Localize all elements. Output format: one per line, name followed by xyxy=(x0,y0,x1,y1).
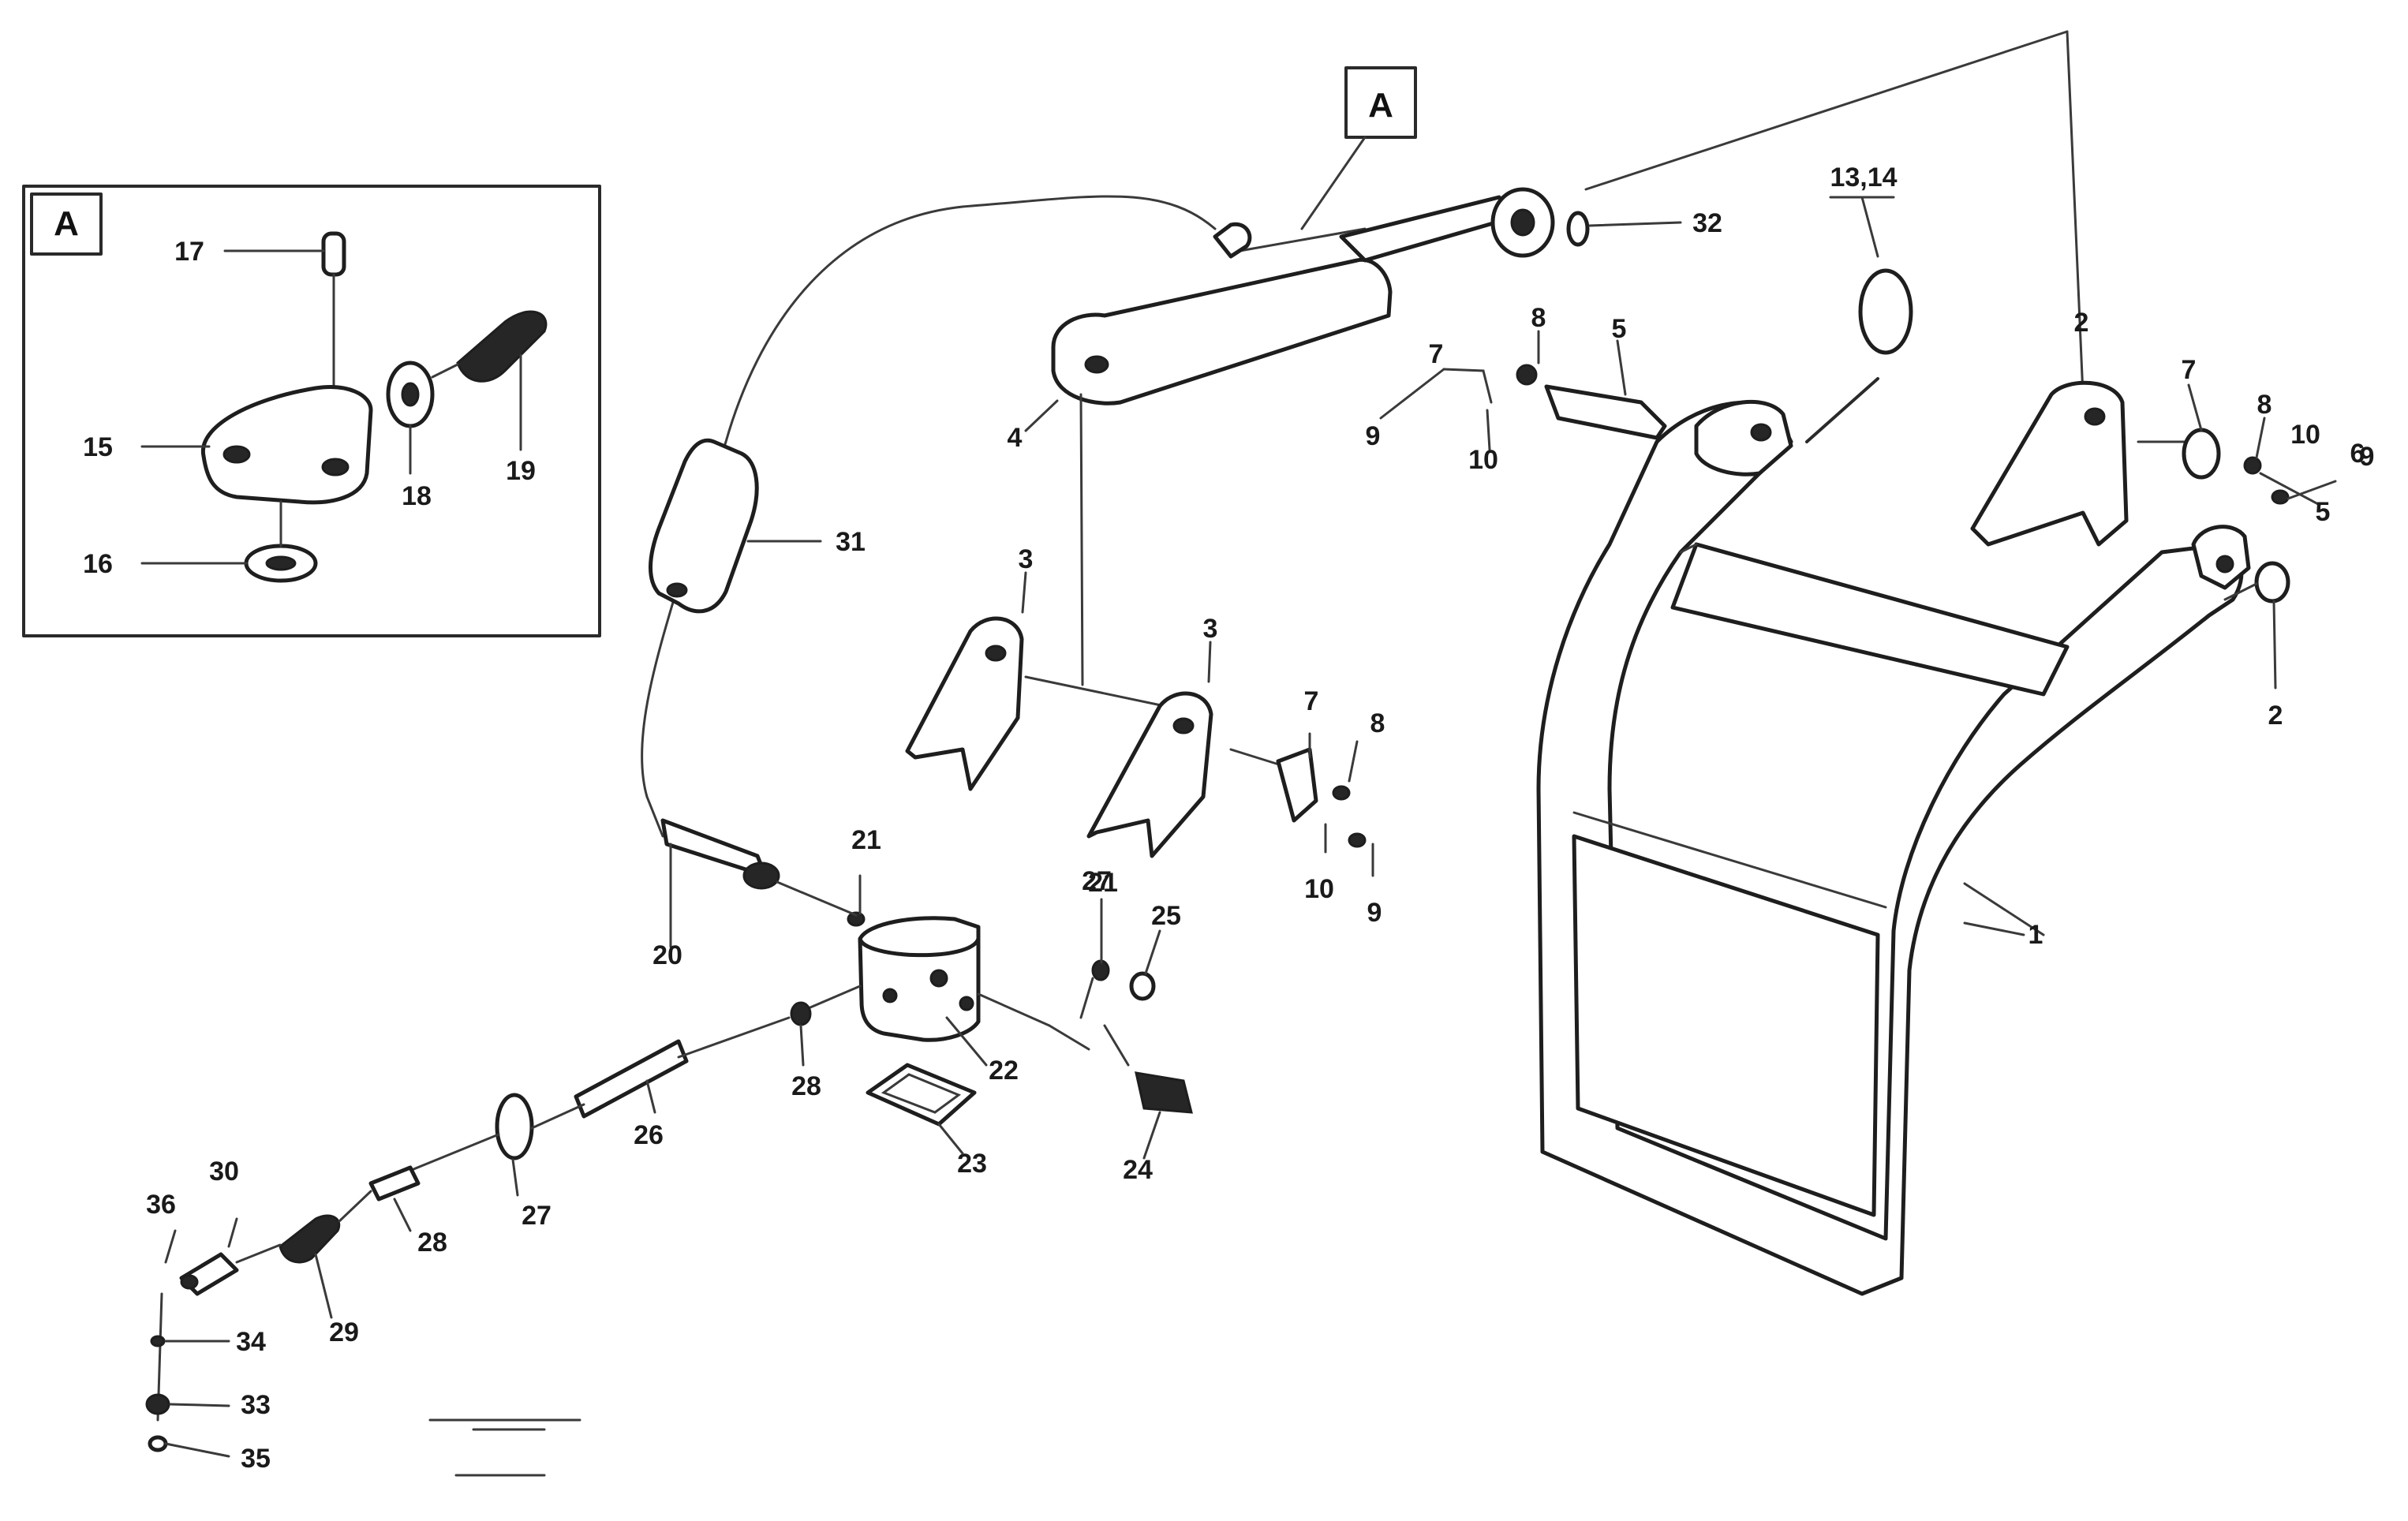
label-8-right: 8 xyxy=(2257,390,2272,420)
drawing-stamp xyxy=(428,1418,581,1477)
label-34: 34 xyxy=(236,1327,266,1357)
sleeve-31 xyxy=(649,438,822,614)
hinge-bracket xyxy=(1024,187,1682,712)
gasket-23 xyxy=(866,1063,977,1127)
guard-frame xyxy=(1536,399,2251,1296)
nut-32 xyxy=(1566,211,1590,247)
detail-fitting xyxy=(456,310,548,383)
detail-view-frame xyxy=(22,185,601,637)
guard-frame-window xyxy=(1572,834,1880,1217)
sleeve-31-body xyxy=(649,438,759,614)
hose-line xyxy=(641,195,1217,798)
label-24: 24 xyxy=(1123,1155,1153,1185)
label-2-right: 2 xyxy=(2268,701,2283,731)
callout-a-label: A xyxy=(1368,86,1393,125)
label-9-right: 9 xyxy=(2360,442,2375,472)
detail-view-tag-label: A xyxy=(54,204,79,243)
label-7-right: 7 xyxy=(2182,355,2197,385)
label-27-upper: 27 xyxy=(1082,866,1112,896)
oring xyxy=(1858,268,1913,355)
label-28-left: 28 xyxy=(417,1228,447,1258)
label-6: 6 xyxy=(2350,439,2365,469)
label-17: 17 xyxy=(174,237,204,267)
valve-block-body xyxy=(858,916,981,1042)
label-7-top: 7 xyxy=(1429,339,1444,369)
label-13-14: 13,14 xyxy=(1830,163,1897,192)
detail-view-tag xyxy=(30,192,103,256)
fitting-29 xyxy=(279,1214,341,1264)
label-30: 30 xyxy=(209,1157,239,1187)
label-26: 26 xyxy=(634,1120,664,1150)
label-33: 33 xyxy=(241,1390,271,1420)
label-3-right: 3 xyxy=(1203,614,1218,644)
label-8-middle: 8 xyxy=(1531,303,1546,333)
label-21-lower: 21 xyxy=(1088,868,1118,898)
label-9-top: 9 xyxy=(1366,421,1381,451)
label-16: 16 xyxy=(83,549,113,579)
label-21-upper: 21 xyxy=(851,825,881,855)
callout-a-box xyxy=(1344,66,1417,139)
label-10-right: 10 xyxy=(2290,420,2320,450)
lower-fittings xyxy=(145,985,862,1458)
detail-bolt xyxy=(321,231,346,277)
label-22: 22 xyxy=(989,1056,1019,1086)
bracket-3-left xyxy=(905,616,1024,791)
label-36: 36 xyxy=(146,1190,176,1220)
label-35: 35 xyxy=(241,1444,271,1474)
hose-route xyxy=(641,30,2085,838)
detail-clamp-plate xyxy=(200,385,373,505)
label-28-middle: 28 xyxy=(791,1071,821,1101)
label-5-middle: 5 xyxy=(1612,314,1627,344)
right-bracket-body xyxy=(1970,380,2129,547)
label-7-middle: 7 xyxy=(1304,686,1319,716)
guard-frame-outer xyxy=(1536,400,2244,1296)
hinge-hardware-middle xyxy=(1379,330,1667,451)
label-9-lower: 9 xyxy=(1367,898,1382,928)
label-5-right: 5 xyxy=(2316,497,2331,527)
label-32: 32 xyxy=(1692,208,1722,238)
label-25: 25 xyxy=(1151,901,1181,931)
guard-lug-left xyxy=(1694,399,1793,476)
label-2-top: 2 xyxy=(2074,308,2089,338)
bracket-3-right xyxy=(1086,691,1213,858)
nipple-26 xyxy=(574,1039,689,1119)
hinge-bracket-body xyxy=(1051,257,1393,405)
guard-frame-top-panel xyxy=(1670,542,2070,697)
label-19: 19 xyxy=(506,456,536,486)
label-10-lower: 10 xyxy=(1304,874,1334,904)
brackets-3 xyxy=(905,571,1374,877)
valve-block xyxy=(660,818,1193,1127)
label-3-left: 3 xyxy=(1019,544,1034,574)
pin-5 xyxy=(1544,384,1667,440)
label-31: 31 xyxy=(836,527,866,557)
label-4: 4 xyxy=(1008,423,1023,453)
detail-view-a: A 17 15 18 19 16 xyxy=(22,185,601,637)
callout-a: A xyxy=(1300,66,1417,230)
label-1: 1 xyxy=(2028,920,2043,950)
label-27-left: 27 xyxy=(522,1201,552,1231)
part-labels: 1 2 2 3 3 4 5 5 6 7 7 7 8 8 8 9 9 9 10 1… xyxy=(146,163,2374,1474)
label-18: 18 xyxy=(402,481,432,511)
oring-27 xyxy=(495,1093,534,1160)
label-29: 29 xyxy=(329,1317,359,1347)
label-8-lower: 8 xyxy=(1370,708,1385,738)
right-bracket xyxy=(1970,380,2337,689)
label-15: 15 xyxy=(83,432,113,462)
oring-13-14 xyxy=(1805,196,1913,443)
label-20: 20 xyxy=(652,940,682,970)
label-10-top: 10 xyxy=(1468,445,1498,475)
